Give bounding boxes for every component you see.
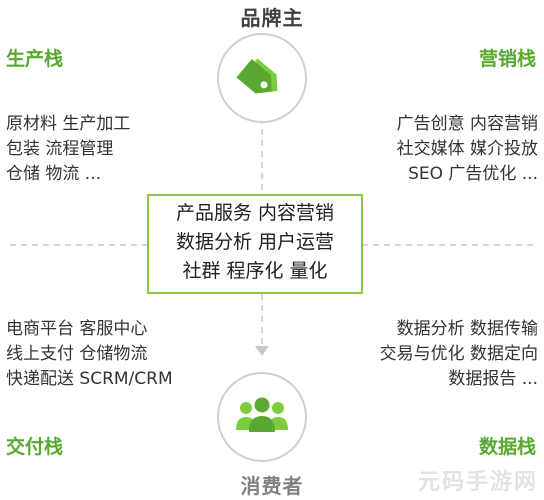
list-item: 数据分析 数据传输 bbox=[396, 319, 538, 339]
list-item: 数据报告 ... bbox=[448, 369, 538, 389]
list-item: 电商平台 客服中心 bbox=[6, 319, 148, 339]
center-line: 社群 程序化 量化 bbox=[182, 260, 328, 282]
list-item: 线上支付 仓储物流 bbox=[6, 344, 148, 364]
price-tags-icon bbox=[236, 58, 278, 94]
quadrant-title-marketing: 营销栈 bbox=[478, 48, 536, 70]
data-stack-list: 数据分析 数据传输 交易与优化 数据定向 数据报告 ... bbox=[380, 317, 538, 392]
center-box bbox=[147, 194, 363, 294]
list-item: 交易与优化 数据定向 bbox=[379, 344, 538, 364]
production-stack-list: 原材料 生产加工 包装 流程管理 仓储 物流 ... bbox=[6, 112, 130, 187]
people-group-icon bbox=[236, 397, 288, 432]
list-item: SEO 广告优化 ... bbox=[408, 164, 538, 184]
list-item: 仓储 物流 ... bbox=[6, 164, 102, 184]
quadrant-title-production: 生产栈 bbox=[6, 48, 64, 70]
list-item: 包装 流程管理 bbox=[6, 139, 114, 159]
quadrant-title-data: 数据栈 bbox=[478, 436, 536, 458]
center-box-content: 产品服务 内容营销 数据分析 用户运营 社群 程序化 量化 bbox=[147, 199, 363, 286]
bottom-node-circle bbox=[217, 372, 307, 462]
watermark-logo: 元码手游网 bbox=[417, 470, 538, 495]
down-arrow-icon bbox=[255, 346, 269, 356]
top-node-label: 品牌主 bbox=[240, 6, 304, 30]
marketing-stack-list: 广告创意 内容营销 社交媒体 媒介投放 SEO 广告优化 ... bbox=[397, 112, 538, 187]
list-item: 社交媒体 媒介投放 bbox=[396, 139, 538, 159]
list-item: 广告创意 内容营销 bbox=[396, 114, 538, 134]
center-line: 数据分析 用户运营 bbox=[175, 231, 335, 253]
list-item: 快递配送 SCRM/CRM bbox=[6, 369, 173, 389]
top-node-circle bbox=[217, 33, 307, 123]
quadrant-title-delivery: 交付栈 bbox=[6, 436, 64, 458]
bottom-node-label: 消费者 bbox=[240, 474, 304, 498]
list-item: 原材料 生产加工 bbox=[6, 114, 131, 134]
center-line: 产品服务 内容营销 bbox=[175, 202, 335, 224]
delivery-stack-list: 电商平台 客服中心 线上支付 仓储物流 快递配送 SCRM/CRM bbox=[6, 317, 173, 392]
